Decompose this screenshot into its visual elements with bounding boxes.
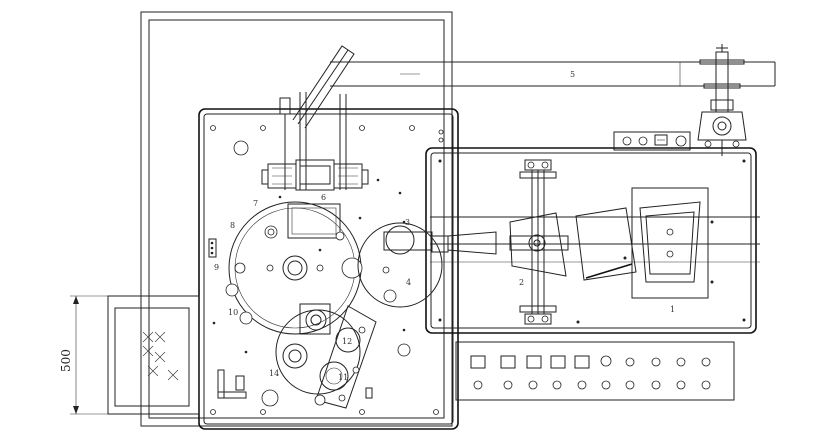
lower-control-panel — [455, 341, 735, 401]
sealing-block — [261, 159, 369, 191]
main-plate — [198, 108, 459, 430]
label-7: 7 — [253, 199, 258, 208]
rotary-disc — [225, 140, 363, 335]
label-1: 1 — [670, 305, 675, 314]
label-12: 12 — [342, 337, 352, 346]
top-chute — [279, 45, 355, 190]
label-5: 5 — [570, 70, 575, 79]
label-10: 10 — [228, 308, 238, 317]
left-external-box — [70, 295, 200, 415]
label-11: 11 — [338, 373, 348, 382]
part-labels: 1 2 3 4 5 6 7 8 9 10 11 12 14 500 — [59, 70, 675, 382]
conveyor-module — [425, 147, 760, 334]
upper-control-box — [613, 131, 691, 151]
plate-fasteners — [208, 125, 444, 415]
labeller-unit — [217, 303, 377, 409]
dimension-500: 500 — [59, 349, 73, 372]
label-14: 14 — [269, 369, 279, 378]
outer-cabinet — [140, 11, 453, 427]
transfer-disc — [357, 222, 443, 357]
label-6: 6 — [321, 193, 326, 202]
label-8: 8 — [230, 221, 235, 230]
label-2: 2 — [519, 278, 524, 287]
label-9: 9 — [214, 263, 219, 272]
label-4: 4 — [406, 278, 411, 287]
label-3: 3 — [405, 218, 410, 227]
top-beam — [330, 61, 776, 87]
reel-mechanism — [697, 44, 747, 156]
